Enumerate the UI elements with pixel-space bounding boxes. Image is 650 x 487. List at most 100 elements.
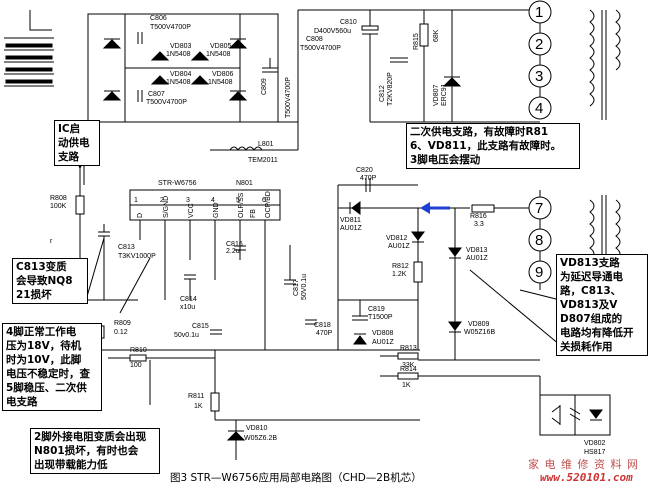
bridge-diodes bbox=[102, 38, 248, 101]
label-c819-value: T1500P bbox=[368, 314, 393, 321]
pin-8: 8 bbox=[535, 232, 543, 249]
label-vd807-value: ERC91 bbox=[441, 83, 448, 106]
pin-3: 3 bbox=[535, 68, 543, 85]
label-vd802: VD802 bbox=[584, 440, 606, 447]
mains-filter-choke bbox=[4, 10, 54, 87]
label-vd809-value: W05Z16B bbox=[464, 329, 495, 336]
label-ic-pin-ocpbd: OCP/BD bbox=[265, 191, 272, 218]
label-l801: L801 bbox=[258, 141, 274, 148]
label-vd809: VD809 bbox=[468, 321, 490, 328]
label-vd803: VD803 bbox=[170, 43, 192, 50]
label-c818: C818 bbox=[314, 322, 331, 329]
label-vd810: VD810 bbox=[246, 425, 268, 432]
label-vd812: VD812 bbox=[386, 235, 408, 242]
pin-1: 1 bbox=[535, 4, 543, 21]
label-c808-value: T500V4700P bbox=[300, 45, 341, 52]
label-r813-value: 33K bbox=[402, 362, 415, 369]
label-r813: R813 bbox=[400, 345, 417, 352]
label-c814: C814 bbox=[180, 296, 197, 303]
label-c806: C806 bbox=[150, 15, 167, 22]
label-c817-value: 50V0.1u bbox=[301, 274, 308, 300]
callout-vd813-delay: VD813支路 为延迟导通电 路，C813、 VD813及V D807组成的 电… bbox=[556, 254, 648, 356]
label-c816: C816 bbox=[226, 241, 243, 248]
label-vd813-value: AU01Z bbox=[466, 255, 489, 262]
label-ic-pin-sgnd: S/GND bbox=[163, 196, 170, 218]
label-c812-value: T2KV820P bbox=[387, 72, 394, 106]
label-vd806-value: 1N5408 bbox=[208, 79, 233, 86]
label-vd805-value: 1N5408 bbox=[206, 51, 231, 58]
label-c813: C813 bbox=[118, 244, 135, 251]
label-vd811-value: AU01Z bbox=[340, 225, 363, 232]
label-ic-pin-d: D bbox=[137, 213, 144, 218]
label-ic-num-5: 5 bbox=[236, 197, 240, 204]
label-vd805: VD805 bbox=[210, 43, 232, 50]
pin-2: 2 bbox=[535, 36, 543, 53]
label-ic-num-2: 2 bbox=[160, 197, 164, 204]
label-c810: C810 bbox=[340, 19, 357, 26]
label-vd802-value: HS817 bbox=[584, 449, 606, 456]
label-r814-value: 1K bbox=[402, 382, 411, 389]
label-c806-value: T500V4700P bbox=[150, 24, 191, 31]
label-ic-pin-fb: FB bbox=[250, 209, 257, 218]
label-c815-value: 50v0.1u bbox=[174, 332, 199, 339]
label-vd812-value: AU01Z bbox=[388, 243, 411, 250]
callout-c813-fault: C813变质 会导致NQ8 21损坏 bbox=[12, 258, 88, 304]
label-ic-pin-olpss: OLP/SS bbox=[238, 192, 245, 218]
label-ic-pin-vcc: VCC bbox=[188, 203, 195, 218]
label-r815: R815 bbox=[413, 33, 420, 50]
label-vd813: VD813 bbox=[466, 247, 488, 254]
label-r812-value: 1.2K bbox=[392, 271, 407, 278]
callout-pin4-voltage: 4脚正常工作电 压为18V，待机 时为10V，此脚 电压不稳定时，查 5脚稳压、… bbox=[2, 323, 102, 411]
label-r814: R814 bbox=[400, 366, 417, 373]
label-c820: C820 bbox=[356, 167, 373, 174]
label-vd804-value: 1N5408 bbox=[166, 79, 191, 86]
callout-pointers bbox=[83, 160, 561, 405]
label-r809: R809 bbox=[114, 320, 131, 327]
label-r808: R808 bbox=[50, 195, 67, 202]
label-r811-value: 1K bbox=[194, 403, 203, 410]
label-vd811: VD811 bbox=[340, 217, 361, 224]
watermark-url: www.520101.com bbox=[540, 471, 633, 484]
label-ic-num-3: 3 bbox=[186, 197, 190, 204]
label-c813-value: T3KV1000P bbox=[118, 253, 156, 260]
callout-ic-start-supply: IC启 动供电 支路 bbox=[54, 120, 100, 166]
label-r816-value: 3.3 bbox=[474, 221, 484, 228]
label-c812: C812 bbox=[379, 85, 386, 102]
label-ic-pin-gnd: GND bbox=[213, 202, 220, 218]
label-r810: R810 bbox=[130, 347, 147, 354]
figure-caption: 图3 STR—W6756应用局部电路图（CHD—2B机芯） bbox=[170, 472, 422, 484]
label-r811: R811 bbox=[188, 393, 204, 400]
label-c809-value: T500V4700P bbox=[285, 77, 292, 118]
label-r815-value: 68K bbox=[433, 29, 440, 42]
label-vd808: VD808 bbox=[372, 330, 394, 337]
label-r812: R812 bbox=[392, 263, 409, 270]
label-c816-value: 2.2u bbox=[226, 248, 240, 255]
component-labels: C806 T500V4700P VD803 1N5408 VD805 1N540… bbox=[50, 15, 606, 456]
callout-secondary-supply: 二次供电支路，有故障时R81 6、VD811，此支路有故障时。 3脚电压会摆动 bbox=[406, 123, 580, 169]
label-r816: R816 bbox=[470, 213, 487, 220]
transformer-pins bbox=[528, 0, 552, 284]
label-c818-value: 470P bbox=[316, 330, 333, 337]
label-l801-value: TEM2011 bbox=[248, 157, 278, 164]
label-c814-value: x10u bbox=[180, 304, 195, 311]
label-vd810-value: W05Z6.2B bbox=[244, 435, 277, 442]
label-vd807: VD807 bbox=[433, 84, 440, 106]
pin-9: 9 bbox=[535, 264, 543, 281]
label-vd804: VD804 bbox=[170, 71, 192, 78]
label-c807-value: T500V4700P bbox=[146, 99, 187, 106]
label-r808-value: 100K bbox=[50, 203, 67, 210]
label-c817: C817 bbox=[293, 279, 300, 296]
callout-pin2-resistor: 2脚外接电阻变质会出现 N801损坏，有时也会 出现带载能力低 bbox=[30, 428, 160, 474]
label-c807: C807 bbox=[148, 91, 165, 98]
label-ic-name: STR-W6756 bbox=[158, 180, 197, 187]
label-r810-value: 100 bbox=[130, 362, 142, 369]
fault-arrow bbox=[420, 202, 450, 214]
label-c809: C809 bbox=[261, 78, 268, 95]
label-vd803-value: 1N5408 bbox=[166, 51, 191, 58]
pin-4: 4 bbox=[535, 100, 543, 117]
label-c820-value: 470P bbox=[360, 175, 377, 182]
watermark-site-name: 家 电 维 修 资 料 网 bbox=[528, 458, 639, 471]
label-n801: N801 bbox=[236, 180, 253, 187]
label-c810-value: D400V560u bbox=[314, 28, 351, 35]
